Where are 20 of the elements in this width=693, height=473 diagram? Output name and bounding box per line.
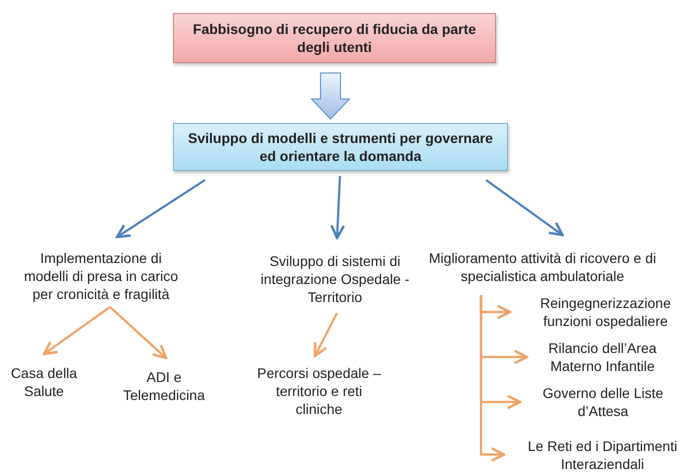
block-arrow (310, 72, 351, 120)
node-text: Le Reti ed i Dipartimenti Interaziendali (512, 436, 693, 473)
process-box: Fabbisogno di recupero di fiducia da parte degli utenti (173, 13, 496, 63)
node-text: Rilancio dell’Area Materno Infantile (535, 338, 670, 376)
node-text: Governo delle Liste d’Attesa (528, 383, 678, 421)
arrow (314, 312, 338, 358)
arrow (485, 179, 564, 236)
arrow (480, 295, 506, 462)
process-box: Sviluppo di modelli e strumenti per governare ed orientare la domanda (173, 123, 508, 171)
node-text: Sviluppo di sistemi di integrazione Ospedale - Territorio (252, 250, 418, 308)
node-text: ADI e Telemedicina (112, 366, 216, 406)
node-text: Reingegnerizzazione funzioni ospedaliere (518, 293, 693, 331)
node-text: Percorsi ospedale – territorio e reti cliniche (254, 362, 384, 420)
node-text: Implementazione di modelli di presa in carico per cronicità e fragilità (22, 248, 180, 304)
arrow (116, 179, 206, 238)
arrow (330, 176, 345, 240)
arrow (42, 306, 111, 356)
arrow (109, 306, 168, 360)
node-text: Miglioramento attività di ricovero e di specialistica ambulatoriale (425, 247, 660, 287)
node-text: Casa della Salute (2, 362, 86, 402)
